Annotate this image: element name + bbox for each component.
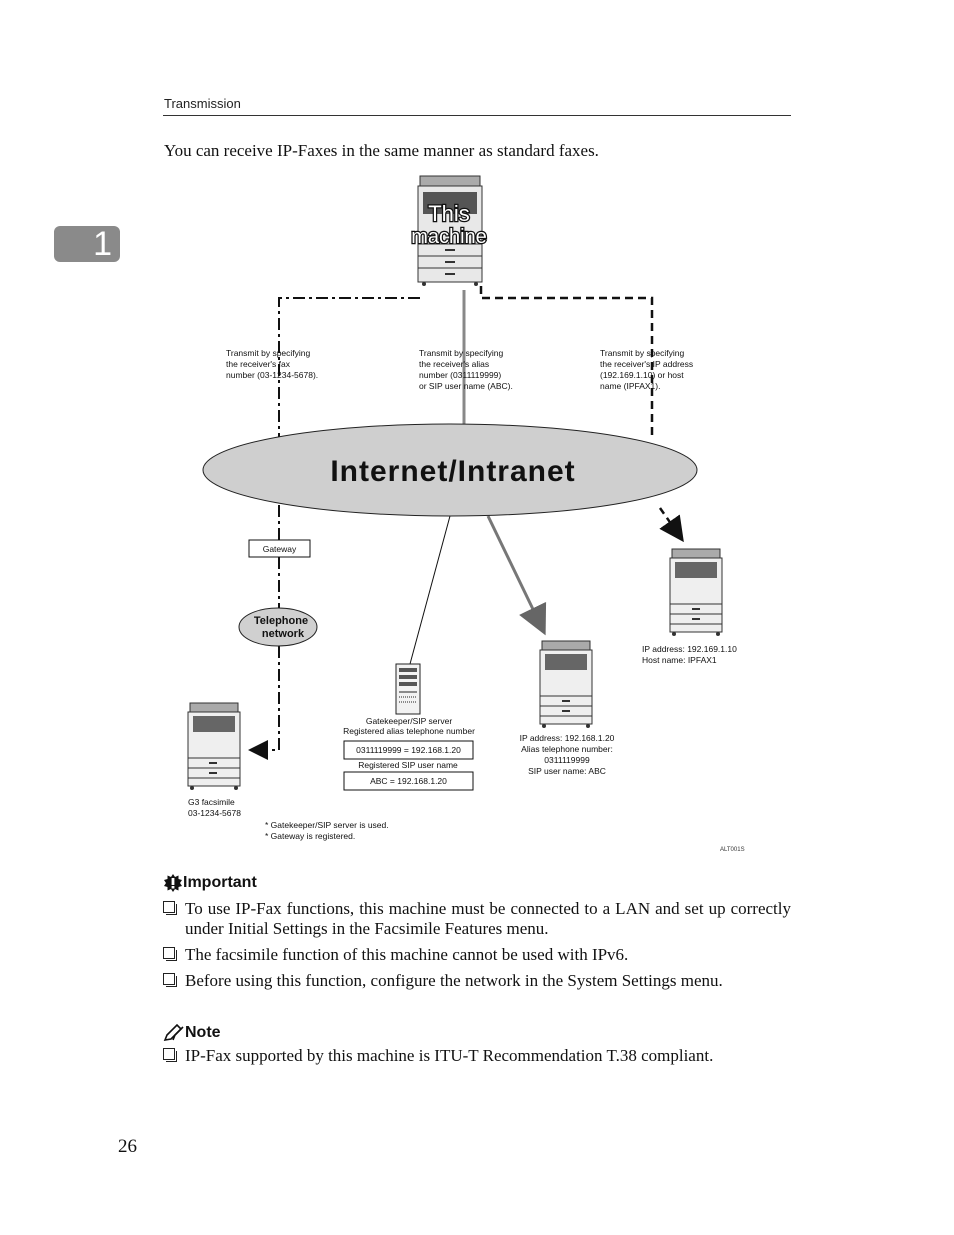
receiver-right-line-2: Host name: IPFAX1 xyxy=(642,655,717,665)
important-item-text: To use IP-Fax functions, this machine mu… xyxy=(185,899,791,938)
note-heading-text: Note xyxy=(185,1024,221,1041)
important-heading: Important xyxy=(163,873,791,893)
telephone-network-line-1: Telephone xyxy=(254,615,308,627)
note-item: IP-Fax supported by this machine is ITU-… xyxy=(163,1046,791,1066)
transmit-ip-line-3: (192.169.1.10) or host xyxy=(600,370,684,380)
transmit-ip-line-1: Transmit by specifying xyxy=(600,348,685,358)
gatekeeper-title-line-2: Registered alias telephone number xyxy=(343,726,475,736)
g3-label-line-1: G3 facsimile xyxy=(188,797,235,807)
sip-mapping-box xyxy=(343,771,474,791)
important-section: Important To use IP-Fax functions, this … xyxy=(163,873,791,997)
transmit-fax-number-line-2: the receiver's fax xyxy=(226,359,291,369)
receiver-middle-line-1: IP address: 192.168.1.20 xyxy=(520,733,615,743)
footnote-1: * Gatekeeper/SIP server is used. xyxy=(265,820,389,830)
receiver-printer-right xyxy=(669,548,723,636)
this-machine-printer: This machine xyxy=(410,175,488,286)
receiver-middle-line-2: Alias telephone number: xyxy=(521,744,613,754)
pencil-icon xyxy=(163,1024,184,1042)
transmit-ip-line-2: the receiver's IP address xyxy=(600,359,693,369)
sip-user-title: Registered SIP user name xyxy=(358,760,458,770)
sip-mapping: ABC = 192.168.1.20 xyxy=(370,776,447,786)
checkbox-bullet-icon xyxy=(163,973,177,987)
important-item: To use IP-Fax functions, this machine mu… xyxy=(163,899,791,939)
header-rule xyxy=(163,115,791,116)
transmit-alias-line-1: Transmit by specifying xyxy=(419,348,504,358)
alias-mapping: 0311119999 = 192.168.1.20 xyxy=(356,745,461,755)
transmit-fax-number-line-1: Transmit by specifying xyxy=(226,348,311,358)
receiver-right-line-1: IP address: 192.169.1.10 xyxy=(642,644,737,654)
transmit-alias-line-2: the receiver's alias xyxy=(419,359,489,369)
receiver-middle-line-4: SIP user name: ABC xyxy=(528,766,606,776)
note-item-text: IP-Fax supported by this machine is ITU-… xyxy=(185,1046,714,1065)
telephone-network-line-2: network xyxy=(262,628,305,640)
checkbox-bullet-icon xyxy=(163,947,177,961)
important-item-text: Before using this function, configure th… xyxy=(185,971,723,990)
network-label: Internet/Intranet xyxy=(330,455,575,488)
receiver-printer-middle xyxy=(539,640,593,728)
figure-code: ALT001S xyxy=(720,847,745,853)
transmit-alias-line-4: or SIP user name (ABC). xyxy=(419,381,513,391)
internet-intranet-ellipse xyxy=(202,423,698,517)
transmit-ip-line-4: name (IPFAX1). xyxy=(600,381,660,391)
receiver-middle-line-3: 0311119999 xyxy=(544,755,590,765)
important-icon xyxy=(164,874,182,892)
transmit-alias-line-3: number (0311119999) xyxy=(419,370,501,380)
this-machine-label-1: This xyxy=(428,201,470,226)
gateway-box xyxy=(248,539,311,558)
important-item: The facsimile function of this machine c… xyxy=(163,945,791,965)
note-list: IP-Fax supported by this machine is ITU-… xyxy=(163,1046,791,1066)
g3-facsimile-printer xyxy=(187,702,241,790)
gatekeeper-title-line-1: Gatekeeper/SIP server xyxy=(366,716,452,726)
intro-paragraph: You can receive IP-Faxes in the same man… xyxy=(164,141,599,160)
alias-mapping-box xyxy=(343,740,474,760)
important-item-text: The facsimile function of this machine c… xyxy=(185,945,629,964)
this-machine-label-2: machine xyxy=(411,226,487,248)
important-list: To use IP-Fax functions, this machine mu… xyxy=(163,899,791,991)
running-header: Transmission xyxy=(164,96,241,111)
chapter-tab: 1 xyxy=(54,226,120,262)
page-number: 26 xyxy=(118,1136,137,1157)
important-item: Before using this function, configure th… xyxy=(163,971,791,991)
checkbox-bullet-icon xyxy=(163,901,177,915)
telephone-network-ellipse xyxy=(238,607,318,647)
transmit-fax-number-line-3: number (03-1234-5678). xyxy=(226,370,318,380)
connection-lines xyxy=(248,286,684,760)
checkbox-bullet-icon xyxy=(163,1048,177,1062)
gatekeeper-server-icon xyxy=(395,663,421,715)
ip-fax-diagram: This machine Transmit by specifying the … xyxy=(187,175,745,853)
footnote-2: * Gateway is registered. xyxy=(265,831,355,841)
g3-label-line-2: 03-1234-5678 xyxy=(188,808,241,818)
note-heading: Note xyxy=(163,1024,791,1042)
note-section: Note IP-Fax supported by this machine is… xyxy=(163,1024,791,1072)
important-heading-text: Important xyxy=(183,874,257,891)
gateway-label: Gateway xyxy=(263,544,297,554)
